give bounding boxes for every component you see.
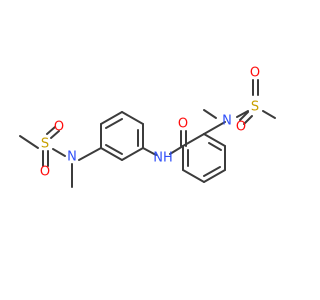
right-sulfur-label: S bbox=[251, 100, 259, 115]
structure-diagram: O NH N S O O N S O O bbox=[0, 0, 300, 300]
bond bbox=[169, 145, 184, 155]
bond bbox=[46, 126, 56, 135]
bond bbox=[236, 110, 249, 118]
bond bbox=[239, 111, 249, 121]
amide-nh-label: NH bbox=[153, 151, 173, 166]
bond bbox=[203, 121, 226, 135]
right-sulfonyl-oxygen-bottom-label: O bbox=[236, 120, 246, 135]
background bbox=[0, 0, 300, 300]
bond bbox=[262, 110, 276, 119]
left-sulfonyl-oxygen-bottom-label: O bbox=[40, 165, 50, 180]
bond bbox=[50, 130, 60, 139]
right-nitrogen-label: N bbox=[222, 114, 232, 129]
bond bbox=[105, 118, 123, 129]
atom-labels: O NH N S O O N S O O bbox=[40, 66, 260, 180]
bond bbox=[105, 144, 123, 155]
bond bbox=[182, 133, 205, 147]
bonds bbox=[19, 79, 276, 188]
molecule-canvas: O NH N S O O N S O O bbox=[0, 0, 300, 300]
left-sulfur-label: S bbox=[41, 137, 49, 152]
bond bbox=[121, 111, 144, 125]
bond bbox=[208, 142, 222, 151]
bond bbox=[121, 147, 144, 161]
bond bbox=[78, 147, 102, 161]
bond bbox=[52, 148, 66, 157]
bond bbox=[203, 166, 221, 177]
left-sulfonyl-oxygen-top-label: O bbox=[54, 120, 64, 135]
bond bbox=[243, 115, 253, 125]
bond bbox=[203, 133, 226, 147]
bond bbox=[203, 169, 226, 183]
right-sulfonyl-oxygen-top-label: O bbox=[250, 66, 260, 81]
bond bbox=[182, 169, 205, 183]
carbonyl-oxygen-label: O bbox=[178, 117, 188, 132]
left-nitrogen-label: N bbox=[67, 150, 77, 165]
bond bbox=[19, 135, 39, 149]
bond bbox=[100, 147, 123, 161]
bond bbox=[203, 109, 217, 119]
bond bbox=[142, 147, 157, 156]
bond bbox=[100, 111, 123, 125]
